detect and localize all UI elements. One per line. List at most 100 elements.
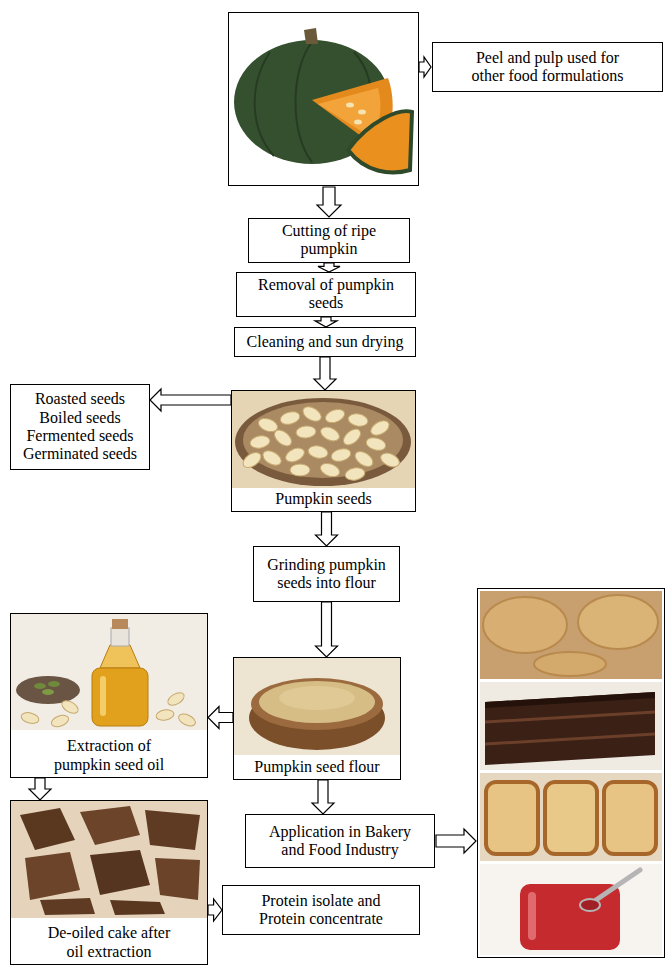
cake-panel <box>480 682 662 770</box>
box-label: Removal of pumpkin seeds <box>243 276 409 313</box>
seed <box>307 444 329 459</box>
process-box: Peel and pulp used for other food formul… <box>432 42 663 92</box>
box-label: Peel and pulp used for other food formul… <box>463 49 632 86</box>
seed <box>296 425 317 439</box>
picture-ground <box>11 801 207 918</box>
pumpkin-stem <box>304 28 318 44</box>
block-arrow <box>315 317 337 327</box>
jam-panel <box>480 864 662 955</box>
seed <box>42 689 54 695</box>
oil-picture <box>11 614 207 730</box>
box-label: Extraction of pumpkin seed oil <box>51 737 167 774</box>
seed <box>318 424 341 443</box>
cake-chip <box>110 900 165 915</box>
cake-chip <box>20 808 75 850</box>
block-arrow <box>312 780 334 814</box>
cake-layer <box>485 712 655 722</box>
seeds-picture <box>232 391 415 488</box>
bottle-neck <box>111 628 129 646</box>
bowl <box>235 398 411 486</box>
box-label: Cutting of ripe pumpkin <box>255 222 403 259</box>
cake-glaze <box>485 692 655 708</box>
process-box: Removal of pumpkin seeds <box>236 272 416 317</box>
block-arrow <box>316 602 338 657</box>
box-label: Pumpkin seed flour <box>254 758 379 776</box>
seed <box>177 712 198 729</box>
block-arrow <box>419 57 431 77</box>
box-label: Pumpkin seeds <box>275 490 371 508</box>
seed <box>50 713 70 729</box>
seed <box>279 410 301 427</box>
block-arrow <box>314 357 336 390</box>
seed <box>378 450 401 469</box>
seed <box>166 690 187 708</box>
bread-slice <box>486 782 538 854</box>
image-box: De-oiled cake after oil extraction <box>10 800 208 965</box>
seed <box>283 445 306 464</box>
pumpkin-slice <box>348 111 412 172</box>
image-box: Pumpkin seeds <box>231 390 416 512</box>
seed <box>368 418 391 438</box>
seed <box>344 466 366 481</box>
block-arrow <box>317 187 341 217</box>
spoon-bowl <box>580 899 600 911</box>
seed <box>271 427 294 449</box>
seed <box>300 404 323 424</box>
cake-chip <box>90 850 150 895</box>
seed <box>319 461 342 479</box>
pumpkin-rib <box>296 42 313 162</box>
seed <box>352 448 375 469</box>
seed <box>347 412 369 427</box>
flour <box>259 681 375 723</box>
cake-chip <box>40 898 95 915</box>
box-label: Roasted seeds Boiled seeds Fermented see… <box>19 390 141 464</box>
seed <box>240 449 263 470</box>
seed <box>20 711 40 725</box>
seed <box>34 683 46 689</box>
cookie <box>534 652 606 676</box>
pumpkin-rib <box>255 52 274 156</box>
block-arrow <box>316 512 338 546</box>
block-arrow <box>208 707 233 729</box>
flour-picture <box>234 658 400 755</box>
cookie <box>578 595 658 649</box>
seed-pile <box>240 404 401 482</box>
box-label: De-oiled cake after oil extraction <box>43 924 175 961</box>
block-arrow <box>436 829 476 853</box>
bread-panel <box>480 773 662 861</box>
picture-frame <box>478 589 665 958</box>
seed <box>330 447 352 464</box>
pumpkin-seed <box>358 110 366 115</box>
cake-chip <box>80 806 140 845</box>
chocolate-cake <box>485 692 655 765</box>
cookie-panel <box>480 591 662 679</box>
bowl-rim <box>251 678 383 730</box>
block-arrow <box>29 778 51 800</box>
seed <box>290 464 310 476</box>
seed <box>155 709 174 722</box>
cake-chip <box>145 810 200 850</box>
process-box: Grinding pumpkin seeds into flour <box>253 546 400 602</box>
cake-layer <box>485 734 655 744</box>
process-box: Roasted seeds Boiled seeds Fermented see… <box>10 384 150 470</box>
pumpkin-seed <box>346 103 354 108</box>
process-box: Application in Bakery and Food Industry <box>245 814 435 868</box>
box-label: Protein isolate and Protein concentrate <box>247 892 395 929</box>
cake-chip <box>155 858 200 900</box>
pumpkin-picture <box>229 13 419 186</box>
bakery-picture <box>478 589 665 958</box>
cookie <box>483 597 567 653</box>
image-box: Extraction of pumpkin seed oil <box>10 613 208 778</box>
cake-chip <box>25 852 80 900</box>
bottle-shoulder <box>100 645 140 668</box>
seed <box>340 426 363 448</box>
process-box: Protein isolate and Protein concentrate <box>222 885 420 935</box>
bottle-highlight <box>100 676 106 716</box>
box-label: Cleaning and sun drying <box>247 333 404 351</box>
bread-slice <box>545 782 597 854</box>
bottle-body <box>92 668 148 726</box>
process-box: Cutting of ripe pumpkin <box>248 218 410 263</box>
seed <box>324 407 347 425</box>
image-box: Pumpkin seed flour <box>233 657 401 780</box>
pumpkin-seed <box>354 120 362 125</box>
